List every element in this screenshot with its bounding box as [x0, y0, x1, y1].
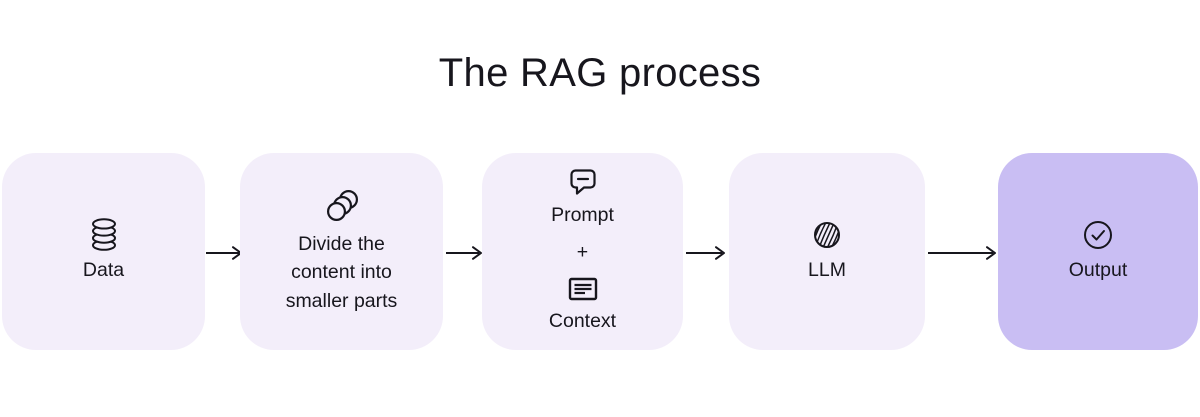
check-circle-icon — [1082, 219, 1114, 251]
step-box-llm: LLM — [729, 153, 925, 350]
chunks-icon — [324, 188, 360, 224]
database-icon — [89, 218, 119, 252]
step-label-context: Context — [548, 309, 617, 332]
diagram-title: The RAG process — [438, 51, 762, 95]
chat-bubble-icon — [567, 168, 599, 196]
document-icon — [567, 276, 599, 302]
step-box-prompt-context: Prompt + Context — [482, 153, 683, 350]
flow-arrow — [446, 246, 482, 260]
step-box-output: Output — [998, 153, 1198, 350]
step-label-chunking: Divide the content into smaller parts — [285, 233, 398, 312]
step-label-prompt: Prompt — [551, 204, 614, 227]
step-box-chunking: Divide the content into smaller parts — [240, 153, 443, 350]
flow-arrow — [686, 246, 725, 260]
flow-arrow — [928, 246, 996, 260]
plus-sign: + — [576, 241, 589, 264]
sphere-icon — [811, 219, 843, 251]
step-label-llm: LLM — [808, 258, 846, 281]
flow-arrow — [206, 246, 242, 260]
step-box-data: Data — [2, 153, 205, 350]
step-label-output: Output — [1068, 258, 1128, 281]
step-label-data: Data — [82, 259, 125, 282]
